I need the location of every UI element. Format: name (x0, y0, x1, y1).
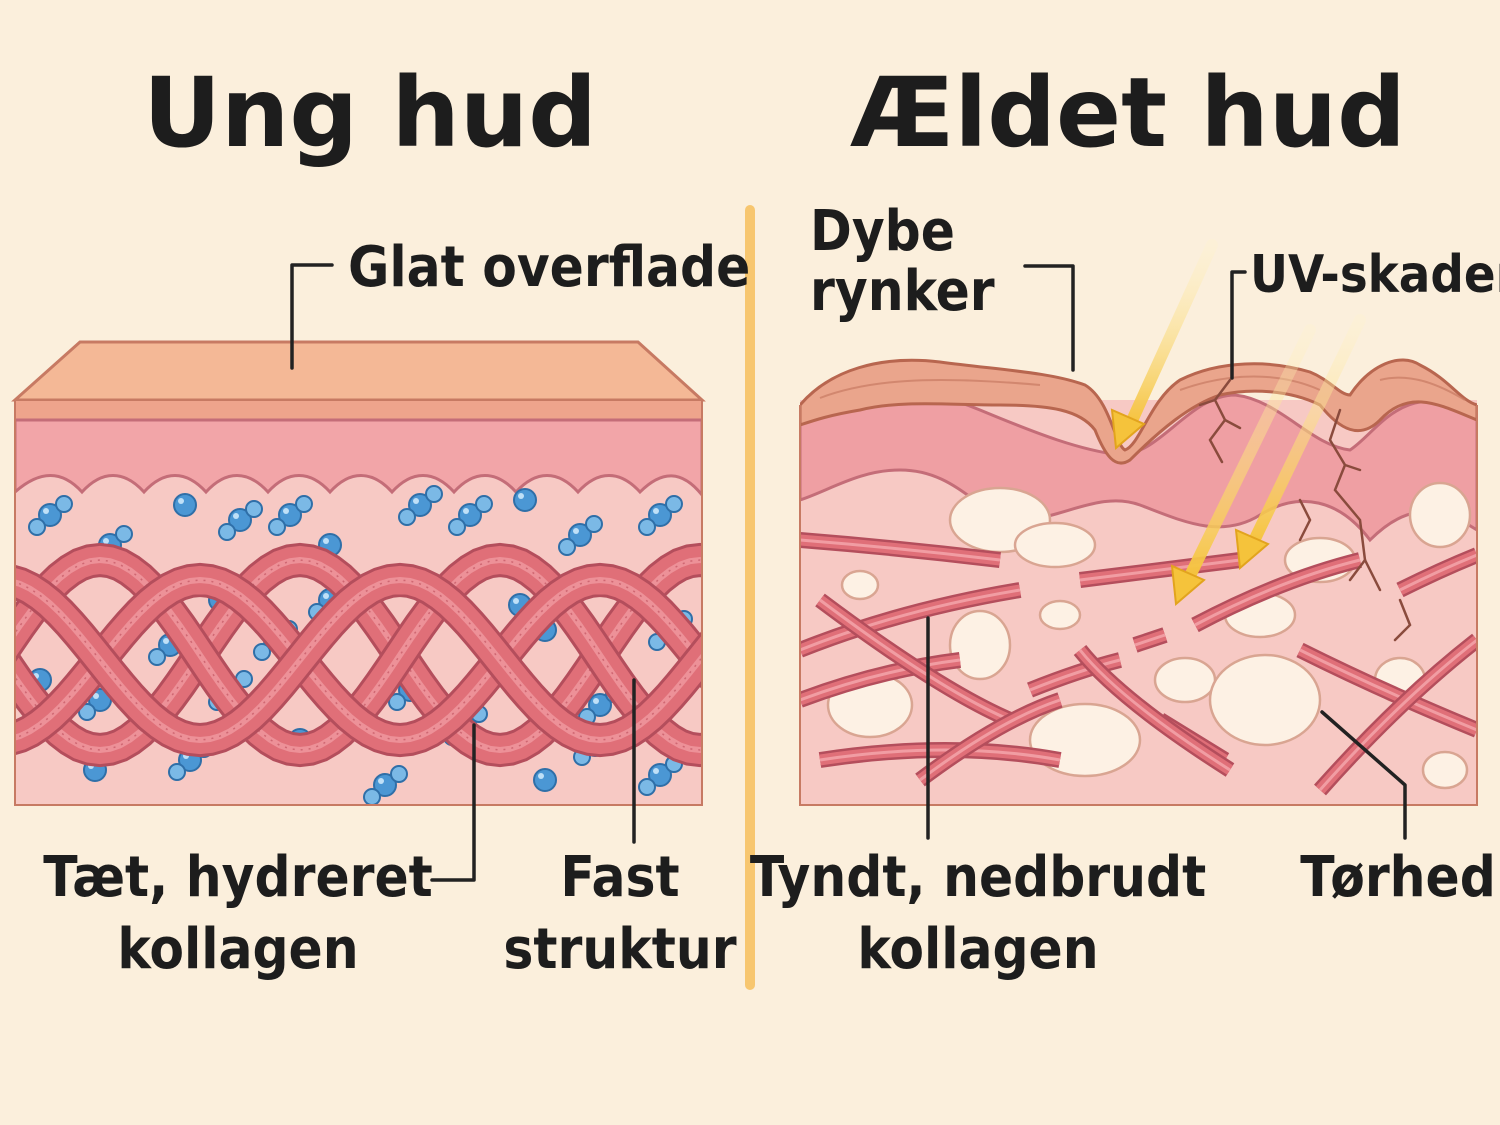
broken-collagen-fibers (800, 532, 1477, 796)
broken-collagen-fiber (800, 532, 1001, 568)
broken-collagen-fiber (1314, 633, 1477, 796)
water-molecule (533, 768, 557, 792)
uv-damage-label: UV-skader (1250, 245, 1500, 305)
broken-collagen-fiber (800, 582, 1022, 658)
deep-wrinkles-leader (1023, 264, 1075, 372)
broken-collagen-fiber (818, 742, 1062, 768)
aged-skin-illustration (799, 358, 1478, 806)
dryness-leader (1320, 710, 1407, 840)
water-molecule (363, 765, 408, 805)
dense-collagen-fibers (15, 542, 702, 768)
uv-rays (1110, 239, 1366, 606)
water-molecule (218, 500, 263, 541)
water-molecule (173, 493, 197, 517)
broken-collagen-fiber (800, 652, 961, 708)
aged-skin-title: Ældet hud (850, 57, 1406, 169)
epidermis-texture (819, 375, 1466, 401)
epidermis-edge (14, 399, 703, 421)
broken-collagen-fiber (915, 692, 1063, 787)
broken-collagen-fiber (1296, 642, 1477, 738)
broken-collagen-fiber (1132, 627, 1168, 653)
dense-collagen-leader (430, 723, 476, 882)
water-molecule (513, 488, 537, 512)
young-skin-illustration (11, 340, 706, 806)
firm-structure-label-line1: Fast (560, 845, 679, 910)
water-molecule (638, 495, 683, 536)
dry-void (948, 609, 1012, 681)
water-molecule (448, 495, 493, 536)
water-molecule (558, 515, 603, 556)
deep-wrinkles-label-line1: Dybe (810, 199, 955, 264)
broken-collagen-fiber (1027, 652, 1122, 698)
water-molecule (398, 485, 443, 526)
skin-cracks (1198, 378, 1412, 642)
dry-void (1208, 653, 1322, 747)
broken-collagen-fiber (1396, 547, 1477, 598)
dense-collagen-label-line2: kollagen (117, 917, 358, 982)
uv-ray-3 (1234, 314, 1366, 570)
broken-collagen-fiber (1191, 552, 1362, 633)
dry-void (1153, 656, 1217, 704)
young-skin-title: Ung hud (143, 57, 597, 169)
broken-collagen-fiber (1079, 552, 1241, 588)
dry-void (1038, 599, 1082, 631)
thin-collagen-label-line1: Tyndt, nedbrudt (750, 845, 1206, 910)
dry-void (840, 569, 880, 601)
dry-void (1408, 481, 1472, 549)
water-molecule (28, 495, 73, 536)
young-skin-frame (14, 399, 703, 806)
dense-collagen-label-line1: Tæt, hydreret (43, 845, 433, 910)
dry-void (1421, 750, 1469, 790)
dry-void (1013, 521, 1097, 569)
dermal-wave-layer (15, 418, 702, 498)
broken-collagen-fiber (1073, 644, 1235, 777)
water-molecule (268, 495, 313, 536)
collagen-fiber (15, 562, 702, 758)
smooth-epidermis-top (11, 340, 706, 402)
firm-structure-label-line2: struktur (503, 917, 736, 982)
dryness-label: Tørhed (1300, 845, 1496, 910)
uv-damage-leader (1230, 270, 1247, 380)
uv-ray-1 (1110, 239, 1218, 450)
deep-wrinkles-label-line2: rynker (810, 259, 995, 324)
thin-collagen-label-line2: kollagen (857, 917, 1098, 982)
smooth-surface-label: Glat overflade (348, 235, 750, 300)
smooth-surface-leader (290, 263, 334, 370)
aged-skin-frame (799, 405, 1478, 806)
uv-ray-2 (1170, 324, 1316, 606)
